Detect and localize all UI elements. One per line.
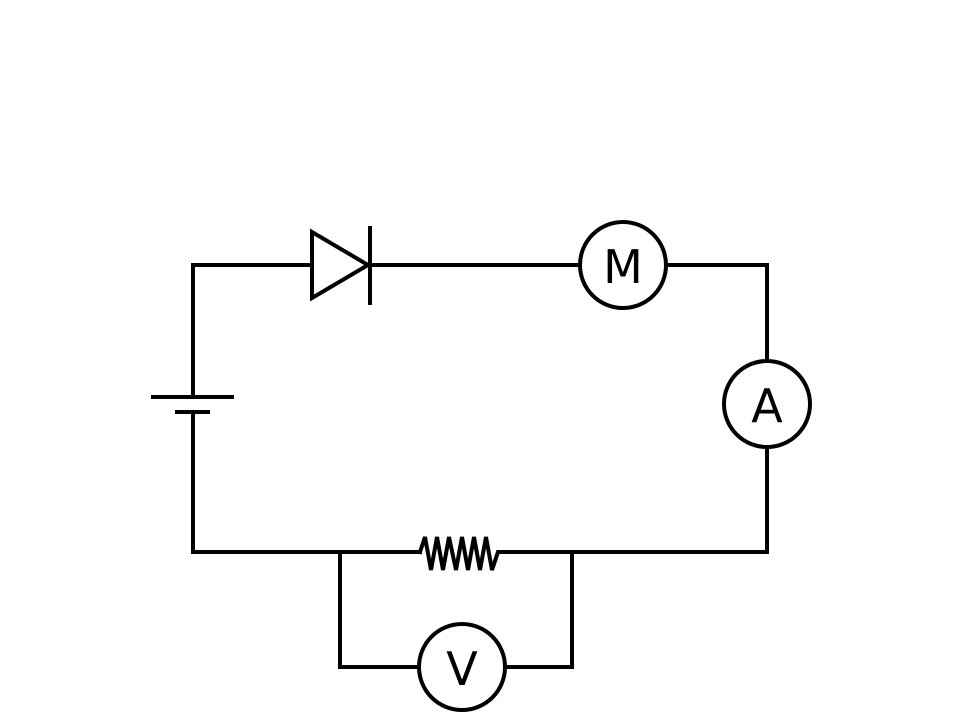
wire-ammeter-to-bottom [570, 446, 769, 554]
resistor-zigzag-symbol [417, 536, 502, 571]
ammeter-label: A [751, 379, 783, 433]
wire-voltmeter-right [504, 550, 574, 669]
ammeter-circle [722, 359, 812, 449]
motor-circle [578, 220, 668, 310]
voltmeter-circle [417, 622, 507, 712]
battery-cell-symbol [151, 395, 234, 414]
diode-triangle [310, 228, 372, 302]
wire-voltmeter-left [338, 550, 420, 669]
motor-symbol: M [578, 220, 668, 310]
wire-left-top [191, 263, 314, 399]
voltmeter-symbol: V [417, 622, 507, 712]
wires [191, 263, 769, 669]
voltmeter-label: V [446, 642, 478, 696]
motor-label: M [603, 240, 643, 294]
wire-motor-to-ammeter [664, 263, 769, 362]
diode-symbol [310, 226, 372, 305]
ammeter-symbol: A [722, 359, 812, 449]
